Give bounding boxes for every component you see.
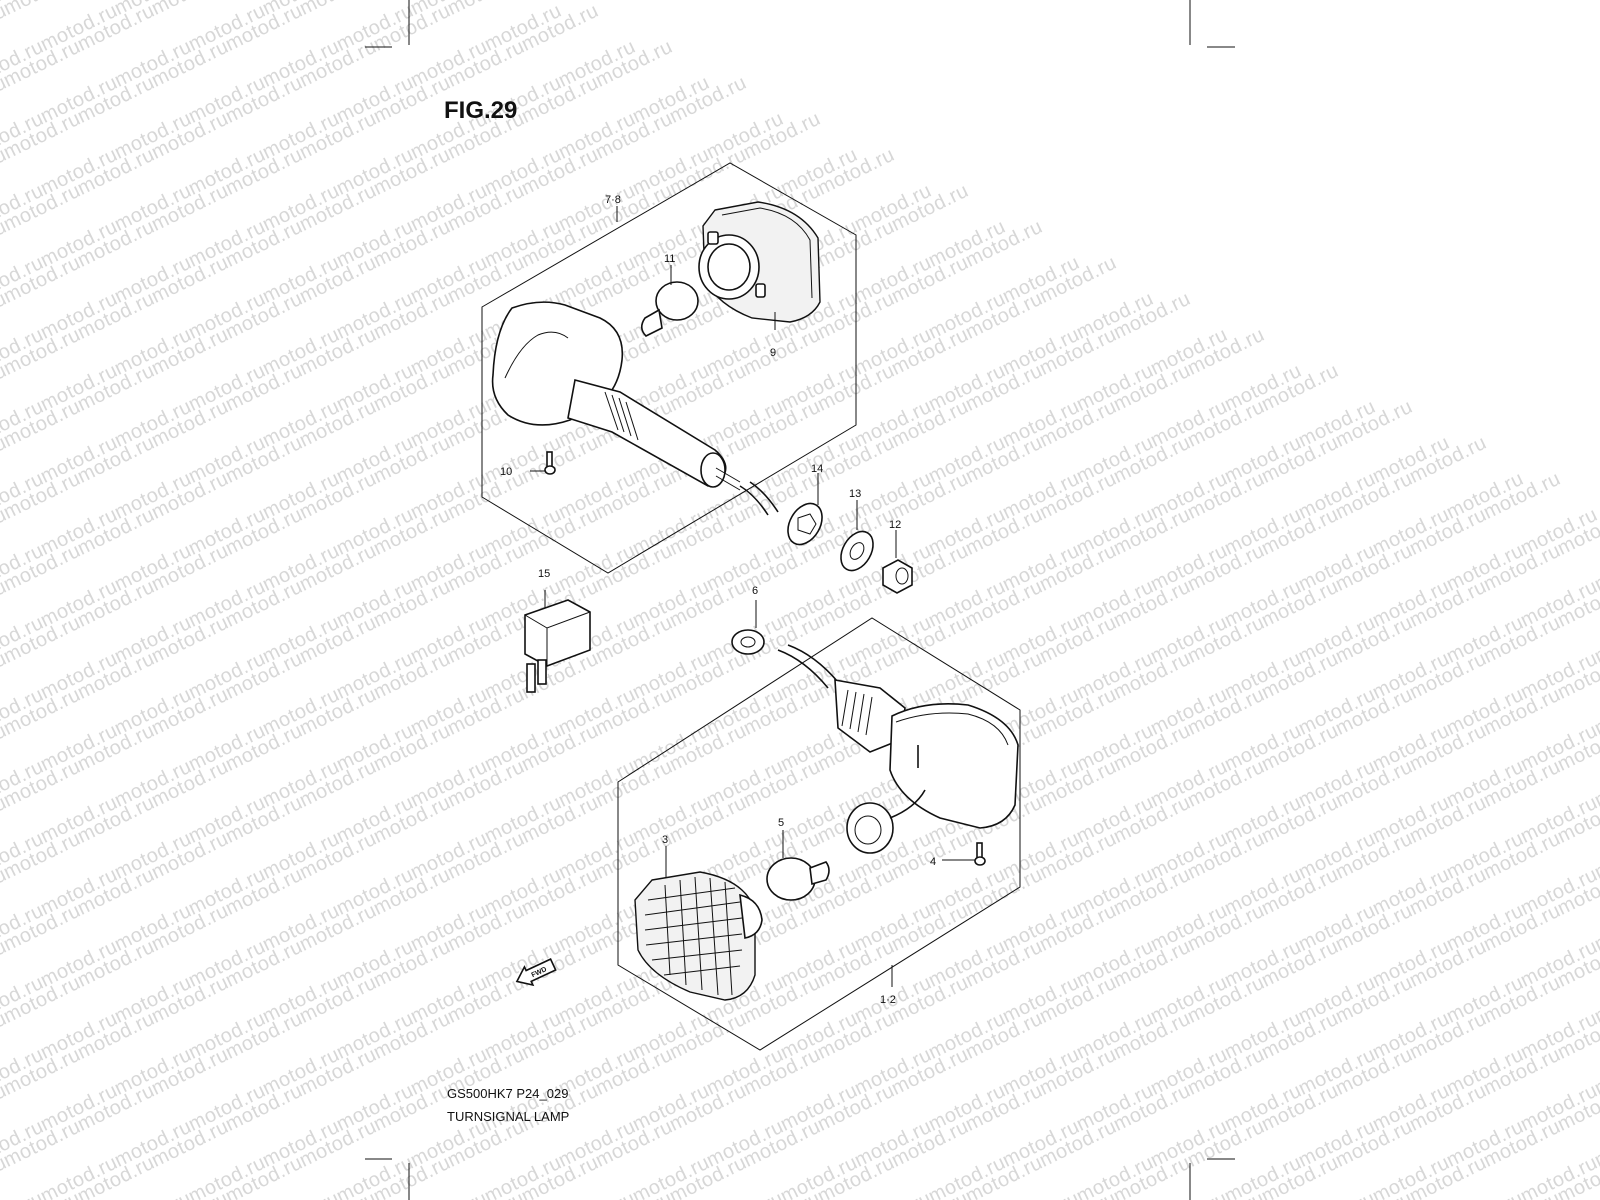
upper-lens-part-9 [698,201,821,323]
crop-marks [365,0,1235,1200]
figure-title: FIG.29 [444,97,517,124]
upper-assembly-outline [481,162,857,574]
upper-bulb-part-11 [640,281,699,337]
callout-3: 3 [662,834,668,846]
callout-4: 4 [930,856,936,868]
callout-9: 9 [770,347,776,359]
lower-lens-part-3 [634,871,763,1001]
lower-assembly-outline [617,617,1021,1051]
leader-lines [616,206,897,987]
callout-13: 13 [849,488,861,500]
screw-part-10 [530,451,556,475]
lower-socket [846,789,926,854]
upper-housing [491,301,779,516]
nut-part-12 [882,559,913,594]
lower-housing [777,644,1019,829]
callout-6: 6 [752,585,758,597]
callout-10: 10 [500,466,512,478]
diagram-code: GS500HK7 P24_029 [447,1086,568,1101]
nut-part-6 [731,600,765,655]
lower-bulb-part-5 [766,857,830,901]
callout-12: 12 [889,519,901,531]
diagram-caption: TURNSIGNAL LAMP [447,1109,569,1124]
callout-11: 11 [664,253,675,265]
relay-part-15 [524,590,591,693]
washer-part-13 [840,530,874,572]
screw-part-4 [942,842,986,866]
nut-part-14 [787,502,823,546]
callout-7-8: 7·8 [605,194,621,206]
callout-14: 14 [811,463,823,475]
callout-15: 15 [538,568,550,580]
callout-1-2: 1·2 [880,994,896,1006]
callout-5: 5 [778,817,784,829]
fwd-arrow: FWD [515,958,557,987]
lens-grid [644,876,743,996]
